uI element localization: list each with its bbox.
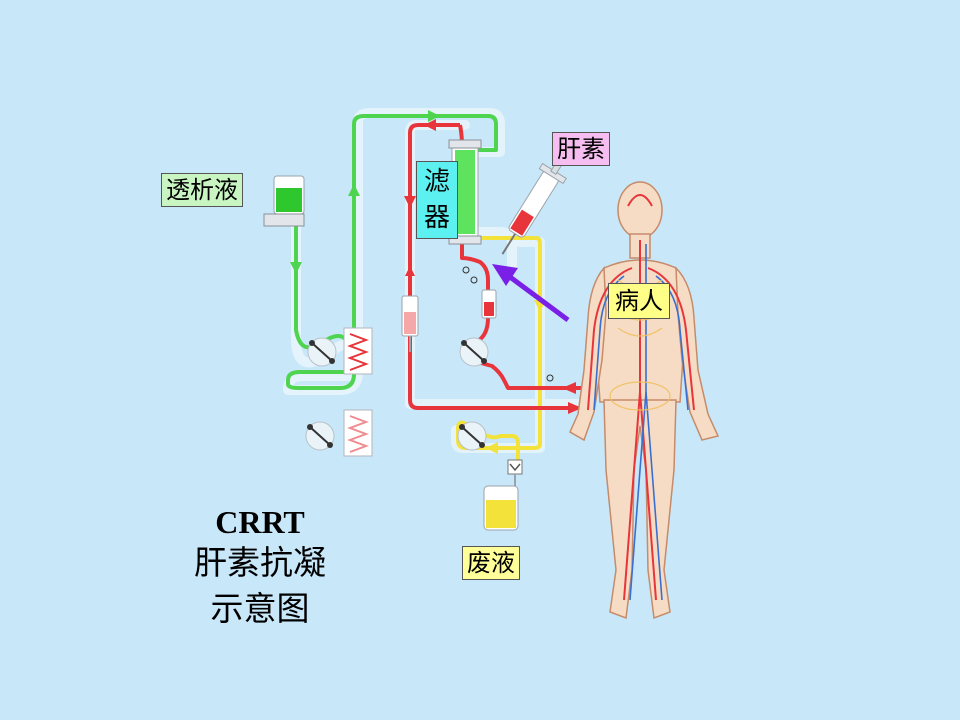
- waste-bag: [483, 485, 519, 531]
- arterial-chamber: [481, 289, 497, 319]
- heater-spare: [343, 409, 373, 457]
- waste-pump: [457, 421, 487, 451]
- patient-figure: [569, 181, 720, 620]
- pointer-arrow: [492, 264, 570, 323]
- dialysate-bag: [263, 175, 305, 227]
- caption-line-2: 肝素抗凝: [194, 546, 326, 582]
- arrow-red-up-trap: [405, 266, 415, 276]
- bubble-trap: [401, 295, 419, 352]
- label-heparin: 肝素: [552, 132, 610, 166]
- dialysate-pump: [307, 337, 337, 367]
- label-patient: 病人: [608, 283, 670, 319]
- arrow-yellow-left: [486, 442, 498, 454]
- heater: [343, 327, 373, 375]
- label-filter: 滤器: [416, 161, 458, 239]
- spare-pump: [305, 421, 335, 451]
- label-waste: 废液: [462, 546, 520, 580]
- pressure-sensors: [462, 266, 554, 382]
- arrow-green-right: [428, 110, 440, 122]
- dialysate-line: [286, 114, 498, 390]
- waste-valve: [507, 459, 523, 486]
- arrow-red-down: [404, 196, 416, 208]
- blood-pump: [459, 337, 489, 367]
- arrow-red-in: [562, 382, 576, 394]
- caption-line-3: 示意图: [210, 592, 310, 628]
- arrow-green-up: [348, 184, 360, 196]
- arrow-red-left: [424, 119, 436, 131]
- arrow-green-down: [290, 262, 302, 274]
- arrow-red-out: [568, 402, 582, 414]
- label-dialysate: 透析液: [161, 173, 243, 207]
- caption-line-1: CRRT: [215, 504, 305, 540]
